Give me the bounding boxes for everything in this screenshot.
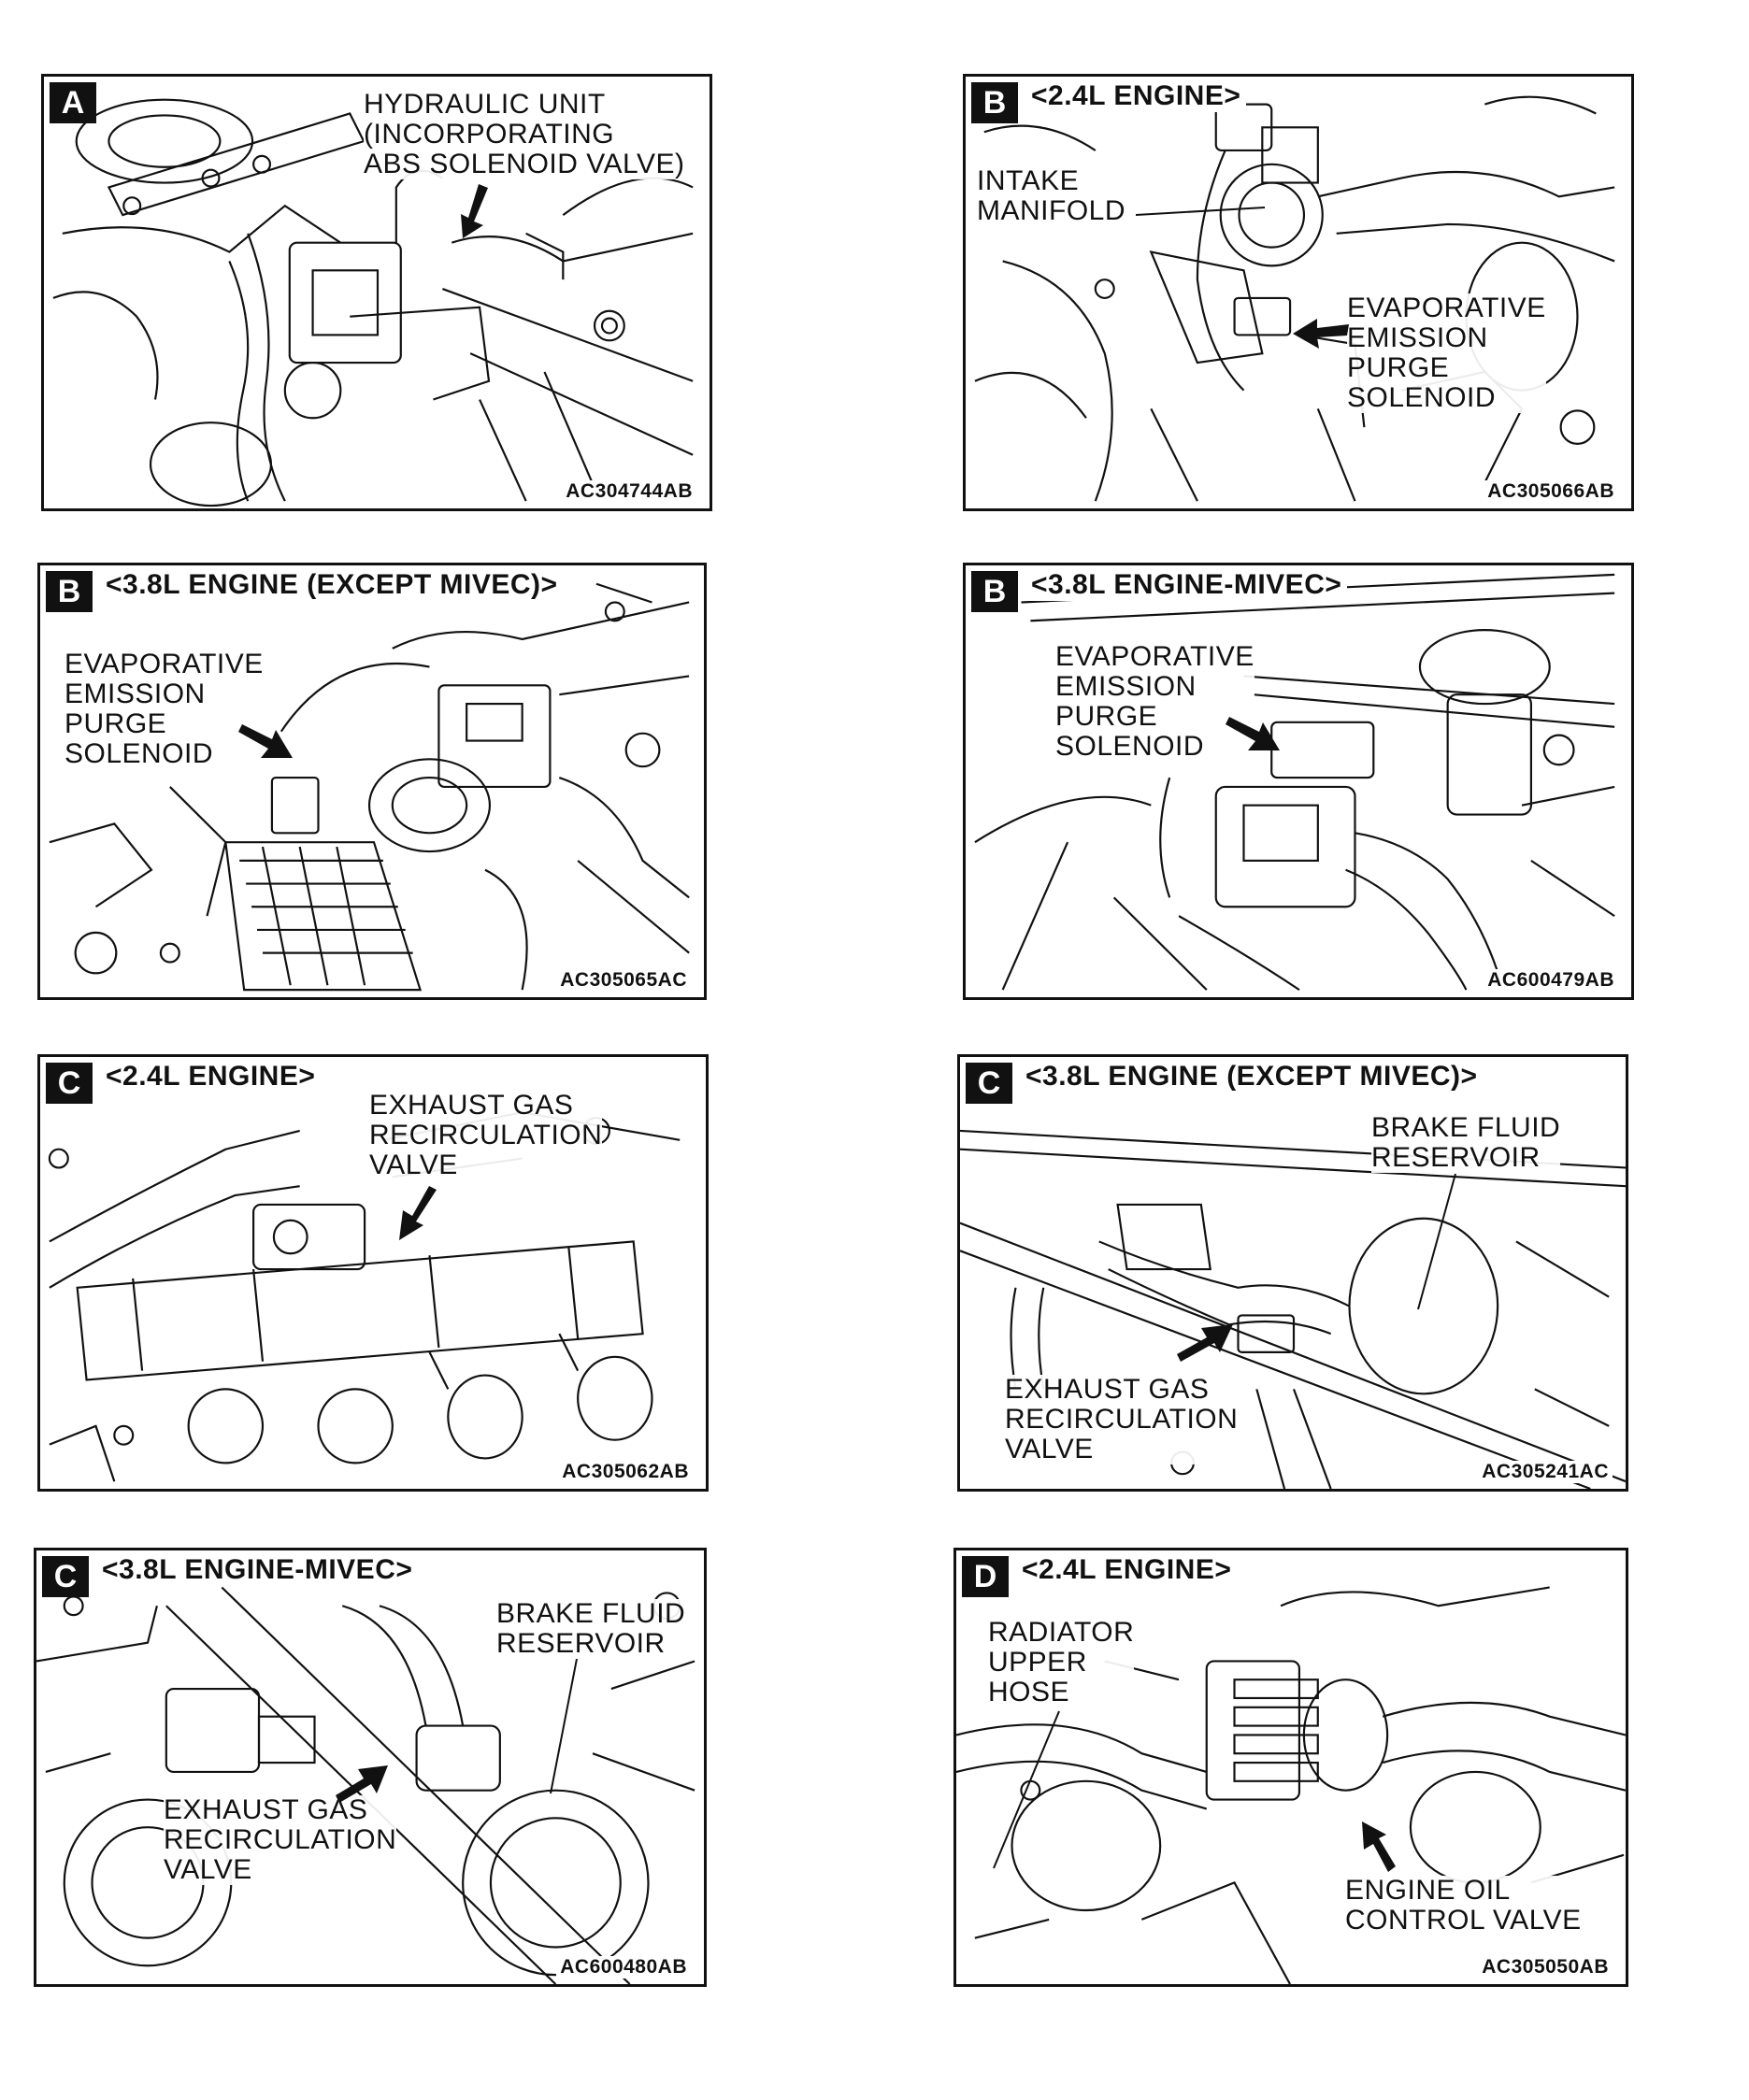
engine-variant-heading: <2.4L ENGINE> xyxy=(100,1061,322,1093)
panel-letter: B xyxy=(46,571,93,612)
engine-line-drawing xyxy=(49,582,690,992)
figure-code: AC600479AB xyxy=(1484,969,1618,992)
leader-line xyxy=(993,1710,1060,1869)
engine-line-drawing xyxy=(52,98,694,507)
engine-variant-heading: <3.8L ENGINE (EXCEPT MIVEC)> xyxy=(100,569,564,601)
callout-arrow-icon xyxy=(1226,717,1280,750)
callout-arrow-icon xyxy=(1293,319,1349,349)
figure-code: AC305050AB xyxy=(1478,1956,1613,1979)
panel-letter: C xyxy=(966,1063,1012,1104)
leader-line xyxy=(550,1658,578,1794)
figure-code: AC305066AB xyxy=(1484,480,1618,503)
leader-line xyxy=(1135,207,1266,216)
callout-arrow-icon xyxy=(399,1186,437,1240)
panel-letter: B xyxy=(971,82,1018,123)
engine-line-drawing xyxy=(974,573,1615,992)
callout-arrow-icon xyxy=(336,1765,388,1803)
leader-line xyxy=(1417,1173,1456,1310)
figure-panel-b-3-8l-except-mivec: B <3.8L ENGINE (EXCEPT MIVEC)> EVAPORATI… xyxy=(37,563,707,1000)
callout-arrow-icon xyxy=(1362,1821,1396,1872)
figure-code: AC304744AB xyxy=(562,480,696,503)
engine-variant-heading: <3.8L ENGINE-MIVEC> xyxy=(1025,569,1348,601)
engine-variant-heading: <3.8L ENGINE-MIVEC> xyxy=(96,1554,419,1586)
panel-letter: D xyxy=(962,1556,1009,1597)
figure-code: AC305062AB xyxy=(558,1461,693,1483)
engine-variant-heading: <3.8L ENGINE (EXCEPT MIVEC)> xyxy=(1020,1061,1484,1093)
engine-line-drawing xyxy=(974,95,1615,502)
panel-letter: C xyxy=(42,1556,89,1597)
panel-letter: A xyxy=(50,82,96,123)
callout-arrow-icon xyxy=(1177,1324,1233,1362)
figure-code: AC305065AC xyxy=(556,969,691,992)
engine-line-drawing xyxy=(960,1129,1626,1489)
figure-panel-c-3-8l-except-mivec: C <3.8L ENGINE (EXCEPT MIVEC)> BRAKE FLU… xyxy=(957,1054,1628,1492)
panel-letter: B xyxy=(971,571,1018,612)
engine-line-drawing xyxy=(48,1111,681,1482)
figure-code: AC600480AB xyxy=(556,1956,691,1979)
figure-code: AC305241AC xyxy=(1478,1461,1613,1483)
panel-letter: C xyxy=(46,1063,93,1104)
callout-arrow-icon xyxy=(238,724,293,758)
engine-variant-heading: <2.4L ENGINE> xyxy=(1016,1554,1238,1586)
engine-variant-heading: <2.4L ENGINE> xyxy=(1025,80,1247,112)
callout-arrow-icon xyxy=(461,184,488,238)
